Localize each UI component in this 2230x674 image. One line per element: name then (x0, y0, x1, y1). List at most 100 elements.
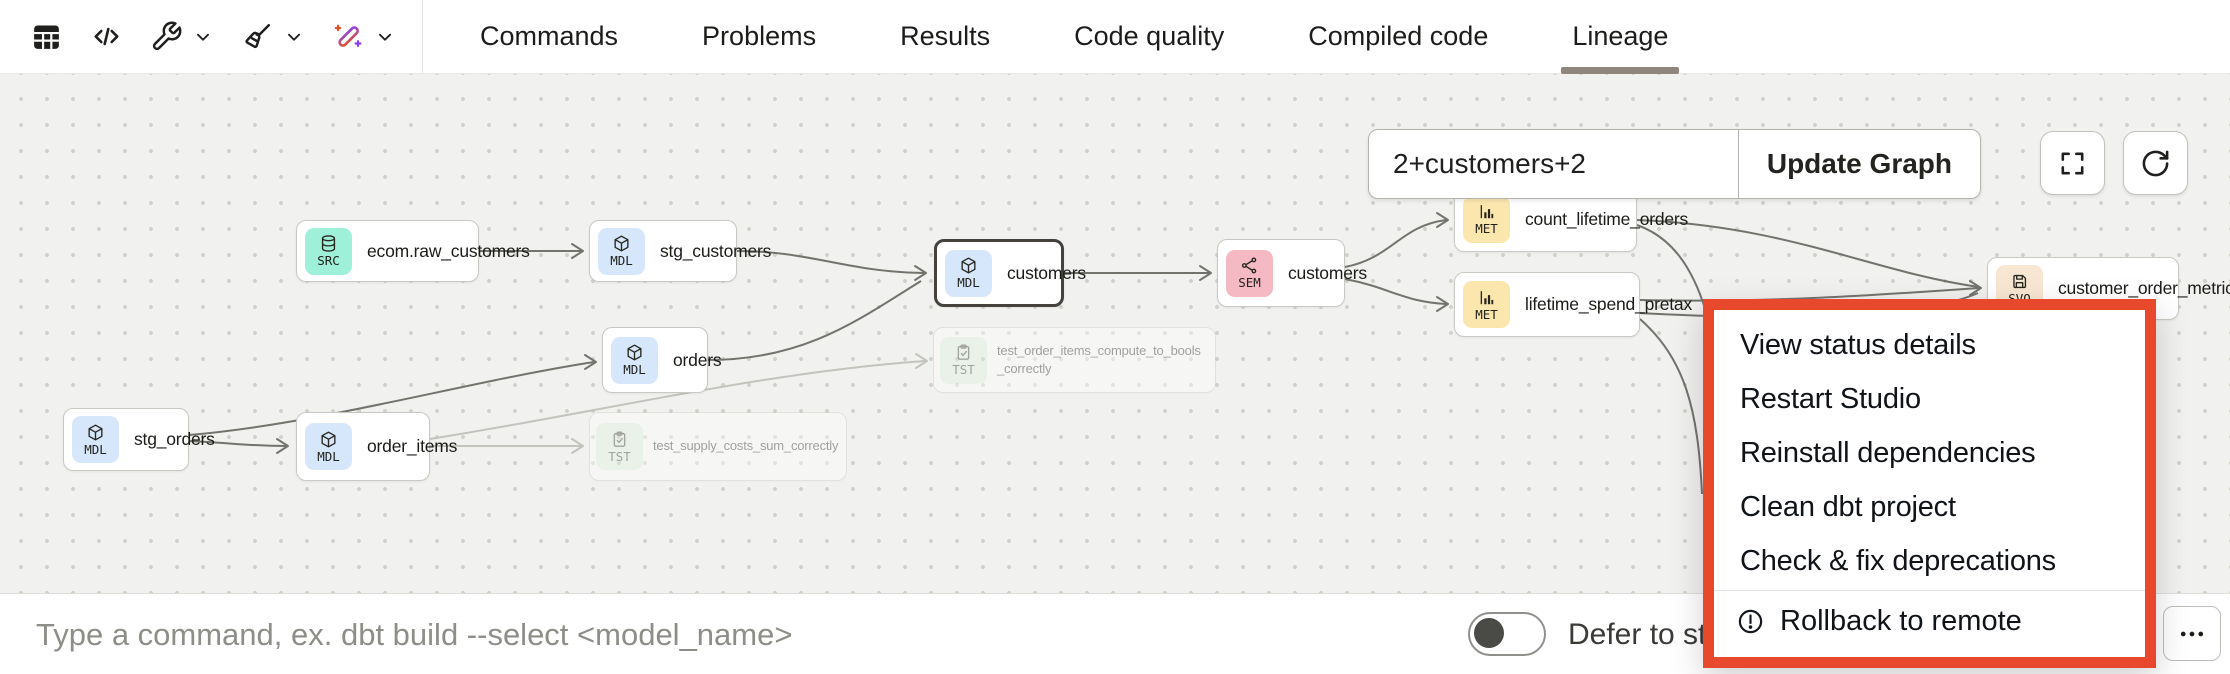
node-label: customer_order_metrics (2058, 278, 2230, 298)
ai-assist-button[interactable] (332, 20, 396, 53)
model-badge: MDL (611, 336, 658, 384)
lineage-edges (188, 212, 1982, 495)
toolbar-divider (422, 0, 423, 74)
broom-icon (245, 23, 271, 49)
menu-item-clean-dbt-project[interactable]: Clean dbt project (1740, 490, 1956, 523)
badge-type: MDL (623, 362, 646, 378)
cube-icon (961, 257, 976, 274)
node-label: customers (1007, 262, 1086, 283)
node-label: stg_orders (134, 429, 215, 449)
node-label: test_supply_costs_sum_correctly (653, 438, 839, 454)
table-icon (34, 25, 59, 49)
node-label: order_items (367, 436, 458, 456)
semantic-graph-icon (1241, 257, 1257, 274)
wrench-icon (152, 21, 182, 51)
floppy-disk-icon (2013, 274, 2027, 289)
fullscreen-icon (2061, 152, 2084, 174)
semantic-model-badge: SEM (1226, 249, 1273, 297)
badge-type: MDL (610, 253, 633, 269)
lineage-node-stg-customers[interactable]: MDL stg_customers (589, 220, 771, 282)
cube-icon (614, 235, 629, 252)
refresh-button[interactable] (2123, 131, 2188, 195)
toggle-knob (1474, 618, 1504, 648)
lineage-node-stg-orders[interactable]: MDL stg_orders (63, 408, 215, 471)
source-badge: SRC (305, 227, 352, 275)
metric-badge: MET (1463, 195, 1510, 243)
model-badge: MDL (305, 423, 352, 470)
menu-item-reinstall-dependencies[interactable]: Reinstall dependencies (1740, 436, 2036, 469)
more-options-button[interactable] (2163, 606, 2221, 661)
command-input[interactable] (34, 608, 1418, 662)
model-badge: MDL (72, 416, 119, 463)
chevron-down-icon (288, 33, 300, 41)
lineage-node-lifetime-spend-pretax[interactable]: MET lifetime_spend_pretax (1454, 272, 1692, 337)
model-badge: MDL (598, 227, 645, 275)
defer-label: Defer to sta (1568, 618, 1724, 651)
metric-badge: MET (1463, 281, 1510, 328)
defer-toggle[interactable] (1468, 612, 1546, 656)
tab-commands[interactable]: Commands (480, 21, 619, 51)
menu-divider (1714, 590, 2145, 591)
menu-item-view-status-details[interactable]: View status details (1740, 328, 1976, 361)
badge-type: MDL (84, 441, 107, 457)
cube-icon (88, 424, 103, 441)
badge-type: TST (608, 448, 631, 464)
lineage-node-order-items[interactable]: MDL order_items (296, 412, 457, 481)
update-graph-button[interactable]: Update Graph (1737, 130, 1980, 198)
badge-type: SRC (317, 253, 340, 269)
tab-problems[interactable]: Problems (702, 21, 817, 51)
code-view-button[interactable] (90, 20, 123, 53)
cube-icon (321, 431, 336, 448)
graph-selector-group: Update Graph (1368, 129, 1981, 199)
menu-item-rollback-to-remote[interactable]: Rollback to remote (1714, 593, 2145, 649)
tab-compiled-code[interactable]: Compiled code (1308, 21, 1489, 51)
menu-item-restart-studio[interactable]: Restart Studio (1740, 382, 1921, 415)
node-label: customers (1288, 262, 1367, 283)
magic-wand-icon (334, 24, 362, 47)
toolbar-icon-group (0, 20, 422, 53)
tab-code-quality[interactable]: Code quality (1074, 21, 1225, 51)
node-label: count_lifetime_orders (1525, 208, 1689, 229)
chevron-down-icon (197, 33, 209, 41)
graph-selector-input[interactable] (1369, 130, 1738, 198)
cube-icon (627, 344, 642, 361)
node-label: lifetime_spend_pretax (1525, 294, 1693, 314)
tab-results[interactable]: Results (900, 21, 991, 51)
clipboard-check-icon (613, 431, 626, 447)
badge-type: MET (1475, 306, 1498, 322)
lineage-node-customers-model[interactable]: MDL customers (934, 239, 1086, 307)
test-badge: TST (940, 336, 987, 384)
model-badge: MDL (945, 249, 992, 297)
node-label: stg_customers (660, 240, 772, 261)
tab-lineage[interactable]: Lineage (1561, 0, 1680, 74)
lineage-node-customers-semantic[interactable]: SEM customers (1217, 239, 1367, 307)
bar-chart-icon (1480, 291, 1494, 305)
clean-tools-button[interactable] (241, 20, 305, 53)
lineage-node-orders[interactable]: MDL orders (602, 327, 722, 393)
chevron-down-icon (379, 33, 391, 41)
clipboard-check-icon (957, 344, 970, 361)
badge-type: MET (1475, 221, 1498, 237)
lineage-node-test-supply-costs[interactable]: TST test_supply_costs_sum_correctly (589, 412, 847, 481)
status-context-menu: View status details Restart Studio Reins… (1703, 299, 2156, 668)
warning-icon (1738, 609, 1763, 633)
badge-type: MDL (957, 275, 980, 291)
menu-item-check-fix-deprecations[interactable]: Check & fix deprecations (1740, 544, 2056, 577)
refresh-icon (2142, 150, 2169, 176)
lineage-node-test-order-items[interactable]: TST test_order_items_compute_to_bools_co… (933, 327, 1216, 393)
panel-tabs: Commands Problems Results Code quality C… (469, 0, 1680, 74)
node-label: test_order_items_compute_to_bools_correc… (997, 342, 1201, 376)
lineage-node-ecom-raw-customers[interactable]: SRC ecom.raw_customers (296, 220, 530, 282)
badge-type: MDL (317, 448, 340, 464)
badge-type: SEM (1238, 275, 1261, 291)
ellipsis-icon (2180, 631, 2204, 636)
fullscreen-button[interactable] (2040, 131, 2105, 195)
node-label: ecom.raw_customers (367, 240, 530, 261)
badge-type: TST (952, 362, 975, 378)
code-icon (94, 27, 119, 46)
build-tools-button[interactable] (150, 20, 214, 53)
table-view-button[interactable] (30, 20, 63, 53)
bar-chart-icon (1480, 205, 1494, 219)
node-label: orders (673, 349, 722, 370)
menu-item-label: Rollback to remote (1780, 604, 2022, 637)
